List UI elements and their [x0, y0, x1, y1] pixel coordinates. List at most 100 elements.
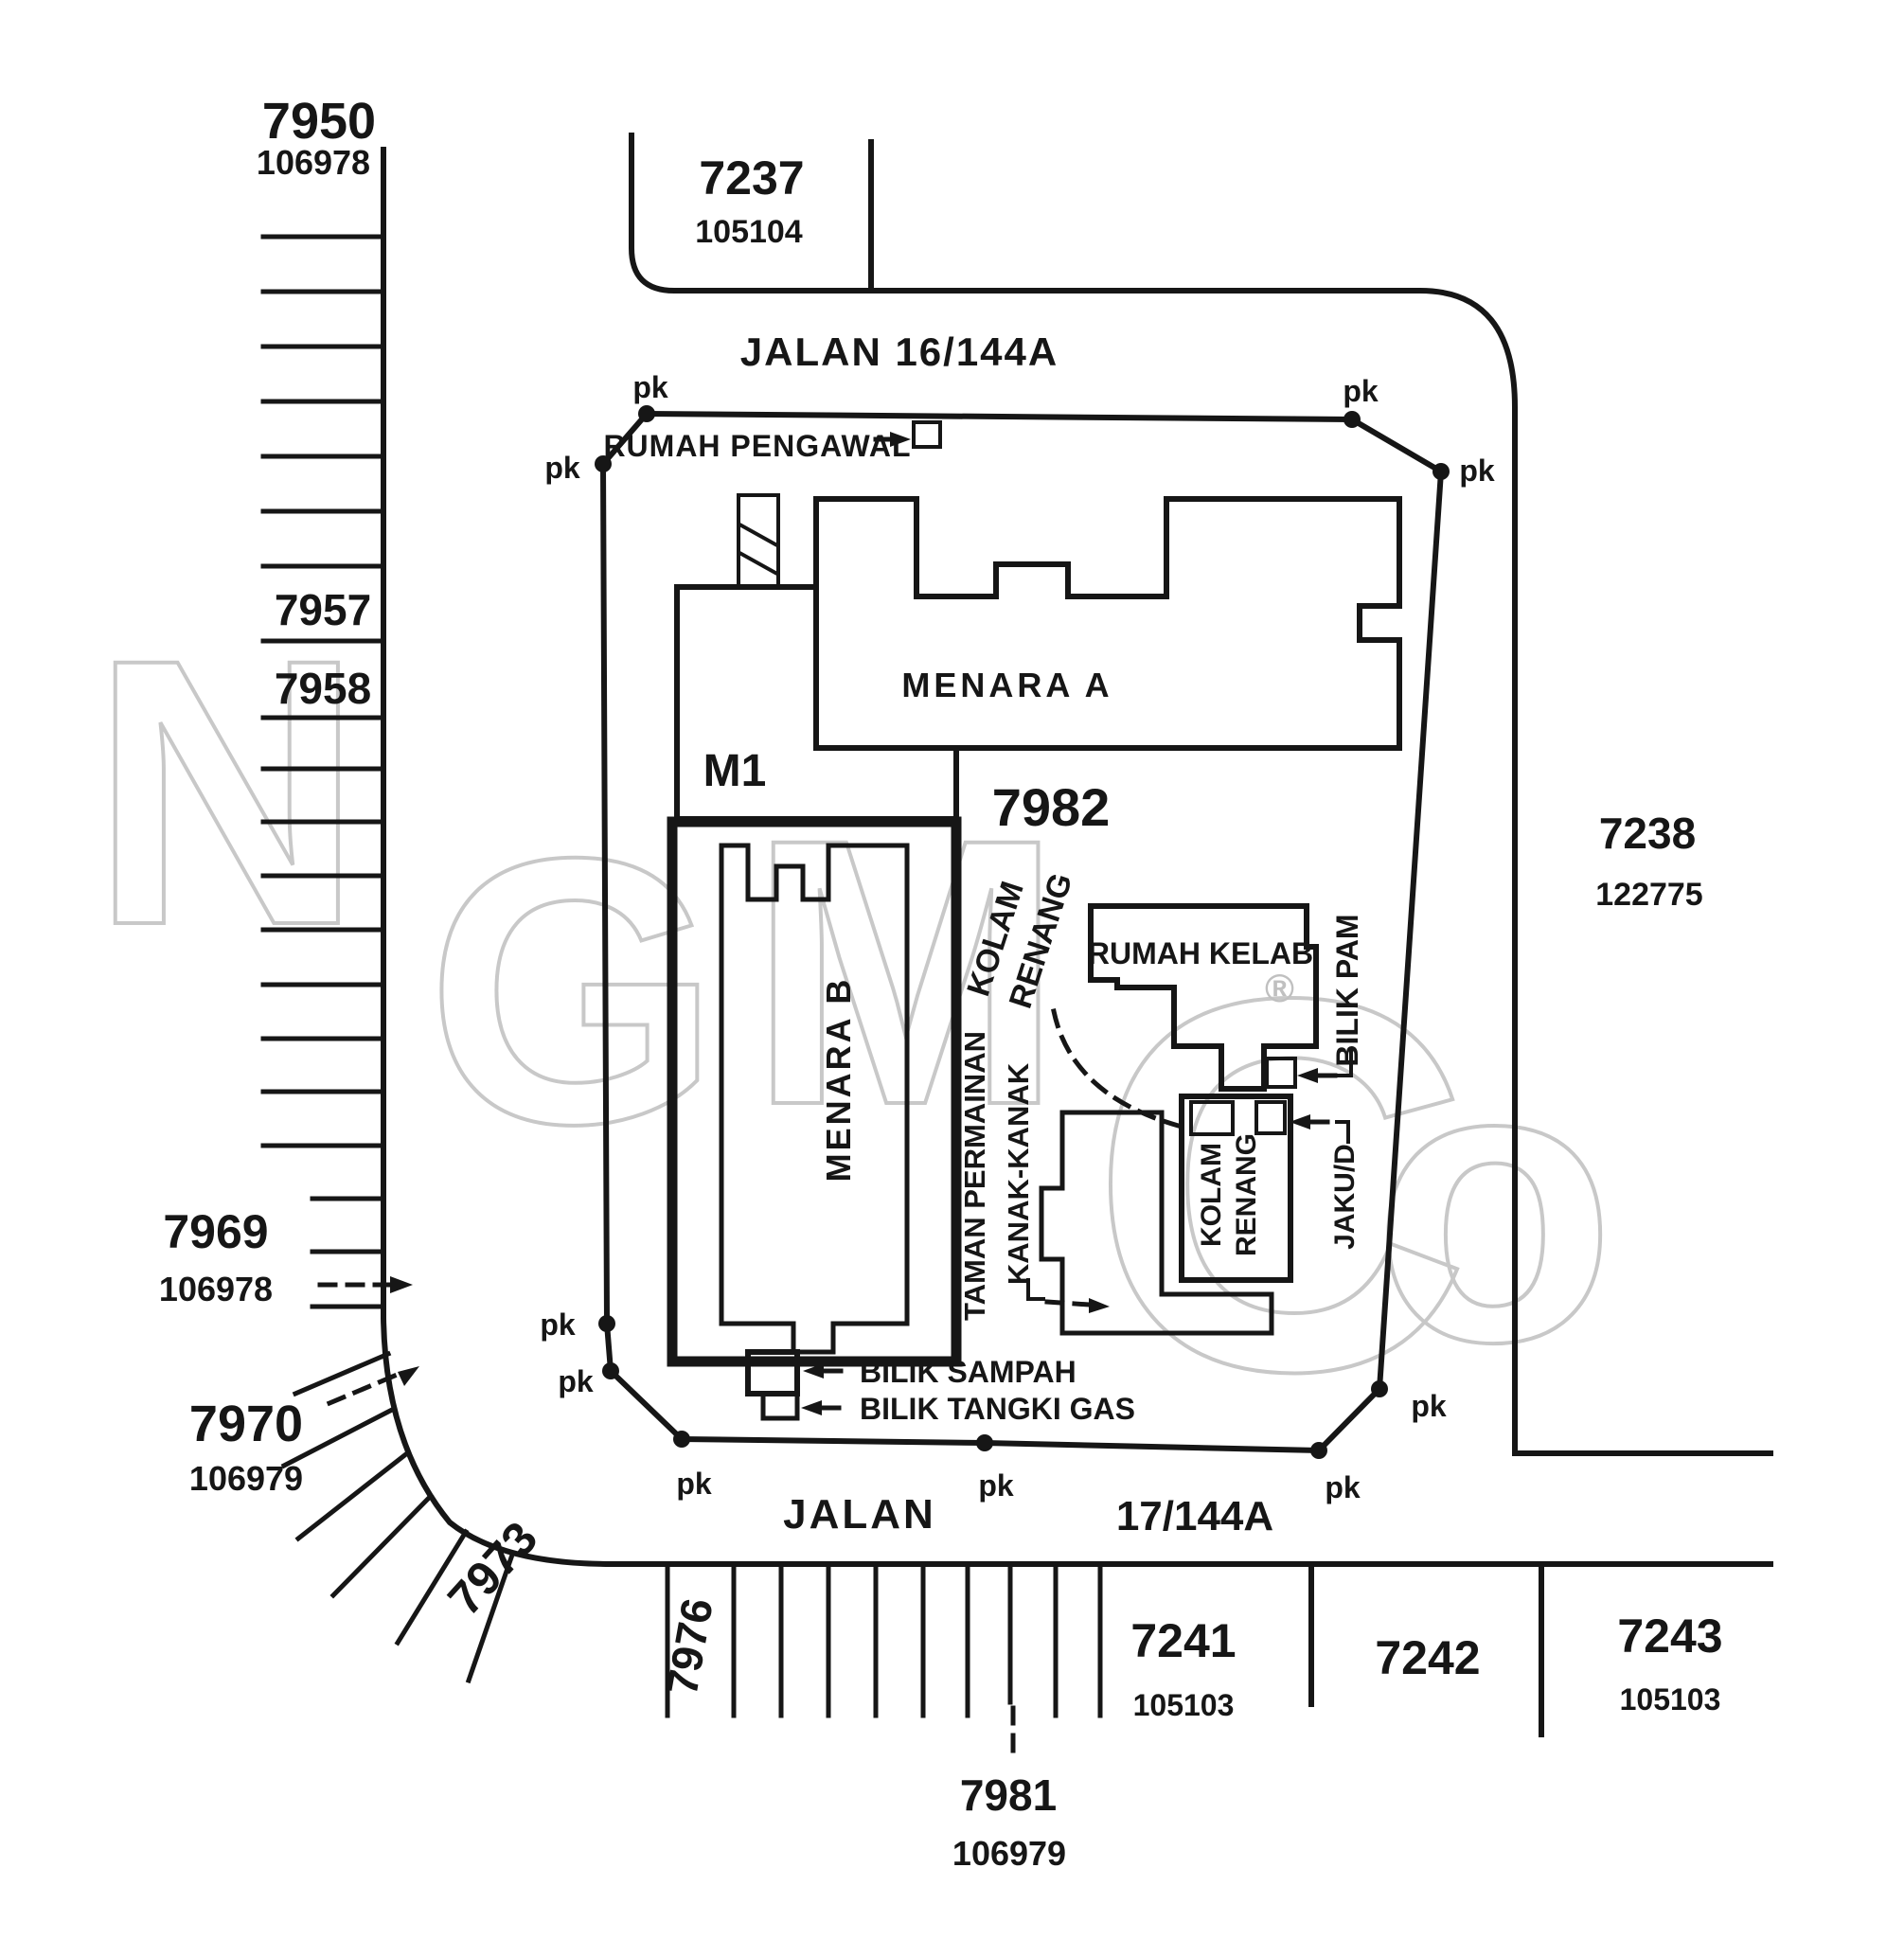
lot-7970-arrow-icon: [398, 1366, 419, 1386]
road-17-144a-label: 17/144A: [1116, 1493, 1273, 1539]
pool-deck-group: KOLAM RENANG: [1039, 1094, 1293, 1336]
lot-7242-number: 7242: [1375, 1631, 1480, 1684]
pk-survey-mark: [1371, 1380, 1388, 1397]
utility-box-outline: [1255, 1100, 1287, 1135]
fan-lot-line: [294, 1450, 411, 1542]
pool-box-tab: [1189, 1100, 1235, 1136]
lot-7969-arrow-icon: [390, 1276, 413, 1293]
pump-room-outline: [1265, 1057, 1297, 1089]
pk-label: pk: [1459, 454, 1495, 488]
playground-leader: [1044, 1299, 1092, 1307]
lot-7958-number: 7958: [275, 664, 371, 713]
lot-7981-number: 7981: [960, 1770, 1057, 1820]
playground-label-line1: TAMAN PERMAINAN: [958, 1031, 991, 1321]
lot-7970-number: 7970: [189, 1396, 303, 1452]
lot-7241-number: 7241: [1130, 1614, 1236, 1667]
pool-box-outline: [1179, 1094, 1293, 1283]
lot-7981-ref: 106979: [952, 1834, 1066, 1873]
watermark-registered-icon: ®: [1265, 966, 1294, 1010]
pk-label: pk: [676, 1467, 712, 1501]
pk-label: pk: [978, 1468, 1014, 1503]
pk-label: pk: [544, 451, 580, 485]
tower-b-group: MENARA B: [667, 816, 962, 1367]
fan-lot-line: [329, 1492, 435, 1599]
garbage-room-arrow-icon: [803, 1363, 824, 1379]
pk-survey-mark: [1432, 463, 1450, 480]
pool-deck-outline: [1039, 1110, 1274, 1336]
annex-hatch: [738, 523, 778, 547]
guard-house-outline: [912, 420, 942, 449]
lot-7237-ref: 105104: [695, 214, 803, 250]
clubhouse-group: RUMAH KELAB: [1088, 903, 1319, 1092]
pk-label: pk: [1325, 1470, 1361, 1504]
clubhouse-label: RUMAH KELAB: [1088, 936, 1313, 970]
tower-b-label: MENARA B: [819, 977, 858, 1183]
garbage-room-label: BILIK SAMPAH: [860, 1355, 1077, 1389]
annex-hatch: [738, 551, 778, 576]
pk-label: pk: [1411, 1389, 1447, 1423]
watermark-letter-o: o: [1373, 981, 1616, 1425]
fan-lot-line: [280, 1405, 398, 1469]
service-rooms-group: BILIK SAMPAH BILIK TANGKI GAS: [745, 1349, 1135, 1426]
playground-label-line2: KANAK-KANAK: [1002, 1062, 1035, 1285]
site-7982-boundary: pk pk pk pk pk pk pk pk pk pk: [540, 370, 1495, 1504]
bottom-road-block: 7976 7241 105103 7242 7243 105103 7981 1…: [657, 1450, 1773, 1873]
pk-survey-mark: [976, 1434, 993, 1451]
clubhouse-outline: [1088, 903, 1319, 1092]
pk-survey-mark: [1310, 1442, 1327, 1459]
guard-house-label: RUMAH PENGAWAL: [603, 429, 911, 463]
road-jalan-16-144a-label: JALAN 16/144A: [740, 329, 1059, 374]
gas-tank-room-arrow-icon: [801, 1400, 822, 1415]
lot-7241-ref: 105103: [1133, 1688, 1235, 1722]
left-lot-strip: 7950 106978 7957 7958 7969 106978 7970 1…: [159, 93, 1773, 1684]
pool-box-label-line1: KOLAM: [1196, 1143, 1227, 1247]
lot-7237-number: 7237: [699, 151, 804, 205]
pump-room-group: BILIK PAM: [1265, 914, 1364, 1089]
playground-group: TAMAN PERMAINAN KANAK-KANAK: [958, 1031, 1110, 1321]
gas-tank-room-outline: [760, 1391, 800, 1421]
pump-room-arrow-icon: [1297, 1068, 1318, 1083]
utility-label: JAKU/D: [1329, 1144, 1361, 1250]
fan-lot-line: [292, 1350, 392, 1397]
pump-room-bracket: [1335, 1047, 1353, 1077]
pk-label: pk: [1343, 374, 1379, 408]
fan-lot-line: [465, 1554, 515, 1684]
pk-survey-mark: [598, 1315, 615, 1332]
fan-lot-line: [394, 1528, 470, 1646]
pk-survey-mark: [595, 455, 612, 472]
lot-7243-ref: 105103: [1620, 1682, 1721, 1717]
m1-label: M1: [703, 746, 767, 796]
lot-7238-ref: 122775: [1595, 877, 1702, 913]
lot-7957-number: 7957: [275, 585, 371, 634]
annex-structure-outline: [737, 493, 780, 589]
lot-7950-ref: 106978: [257, 143, 370, 182]
pk-label: pk: [540, 1307, 576, 1342]
tower-b-parcel-outline: [667, 816, 962, 1367]
top-road-block: 7237 105104 JALAN 16/144A 7238 122775: [629, 133, 1703, 1456]
guard-house-arrow-icon: [890, 432, 911, 447]
tower-b-outline: [719, 843, 910, 1355]
lot-7970-leader: [326, 1369, 405, 1407]
tower-a-outline: [813, 496, 1402, 751]
tower-a-group: MENARA A: [813, 496, 1402, 751]
pk-survey-mark: [1343, 411, 1361, 428]
utility-group: JAKU/D: [1290, 1114, 1361, 1250]
lot-7238-number: 7238: [1599, 809, 1696, 858]
tower-a-label: MENARA A: [901, 666, 1112, 704]
utility-arrow-icon: [1290, 1114, 1310, 1130]
guard-house-group: RUMAH PENGAWAL: [603, 420, 942, 463]
lot-7970-ref: 106979: [189, 1459, 303, 1498]
pk-survey-mark: [673, 1431, 690, 1448]
gas-tank-room-label: BILIK TANGKI GAS: [860, 1392, 1135, 1426]
lot-7950-number: 7950: [262, 93, 376, 150]
pk-label: pk: [632, 370, 668, 404]
pump-room-label: BILIK PAM: [1330, 914, 1364, 1066]
pool-box-label-line2: RENANG: [1231, 1133, 1262, 1256]
north-road-outer-boundary: [629, 133, 1518, 1456]
pk-survey-mark: [638, 405, 655, 422]
lot-7969-ref: 106978: [159, 1270, 273, 1308]
road-jalan-label: JALAN: [783, 1491, 936, 1538]
utility-bracket: [1335, 1120, 1350, 1144]
